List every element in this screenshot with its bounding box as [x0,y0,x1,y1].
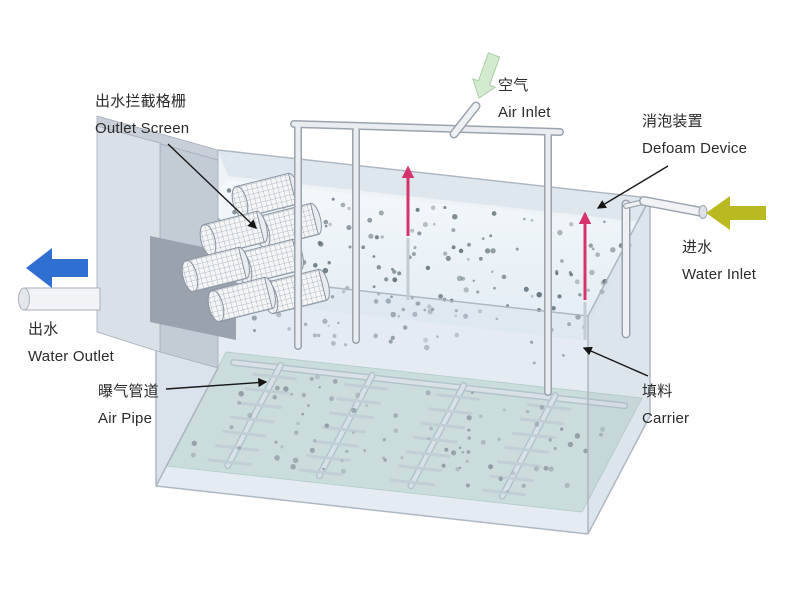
tank-back-wall [218,150,650,222]
water-outlet-pipe [18,287,101,311]
label-air-pipe: 曝气管道 Air Pipe [98,378,159,432]
label-carrier-en: Carrier [642,410,690,427]
air-inlet-arrow [472,52,501,99]
water-outlet-arrow [26,248,88,288]
leader-lines [165,143,669,390]
label-air-pipe-en: Air Pipe [98,410,153,427]
air-inlet-pipe [449,101,481,139]
outlet-screens [181,172,330,323]
label-outlet-screen: 出水拦截格栅 Outlet Screen [95,88,189,142]
label-water-outlet-en: Water Outlet [28,348,115,365]
air-pipe-grid [207,359,629,500]
leader-air-pipe [165,378,268,390]
label-air-inlet-zh: 空气 [498,77,529,94]
label-water-outlet: 出水 Water Outlet [28,316,114,370]
label-water-inlet-en: Water Inlet [682,266,757,283]
label-water-inlet: 进水 Water Inlet [682,234,756,288]
label-air-inlet-en: Air Inlet [498,104,551,121]
label-carrier-zh: 填料 [642,383,673,400]
label-air-pipe-zh: 曝气管道 [98,383,159,400]
tank-front-wall [156,268,588,534]
label-defoam-device: 消泡装置 Defoam Device [642,108,747,162]
label-outlet-screen-en: Outlet Screen [95,120,190,137]
label-air-inlet: 空气 Air Inlet [498,72,551,126]
leader-carrier [582,346,649,377]
label-carrier: 填料 Carrier [642,378,689,432]
label-water-outlet-zh: 出水 [28,321,59,338]
leader-defoam-device [596,165,669,209]
label-defoam-device-zh: 消泡装置 [642,113,703,130]
water-inlet-pipe [639,196,708,219]
water-inlet-arrow [706,196,766,230]
tank-right-wall [588,198,650,534]
defoam-spray-arrows [401,165,592,340]
label-water-inlet-zh: 进水 [682,239,713,256]
frame-posts [290,120,564,396]
label-outlet-screen-zh: 出水拦截格栅 [95,93,187,110]
label-defoam-device-en: Defoam Device [642,140,748,157]
leader-outlet-screen [167,143,257,229]
